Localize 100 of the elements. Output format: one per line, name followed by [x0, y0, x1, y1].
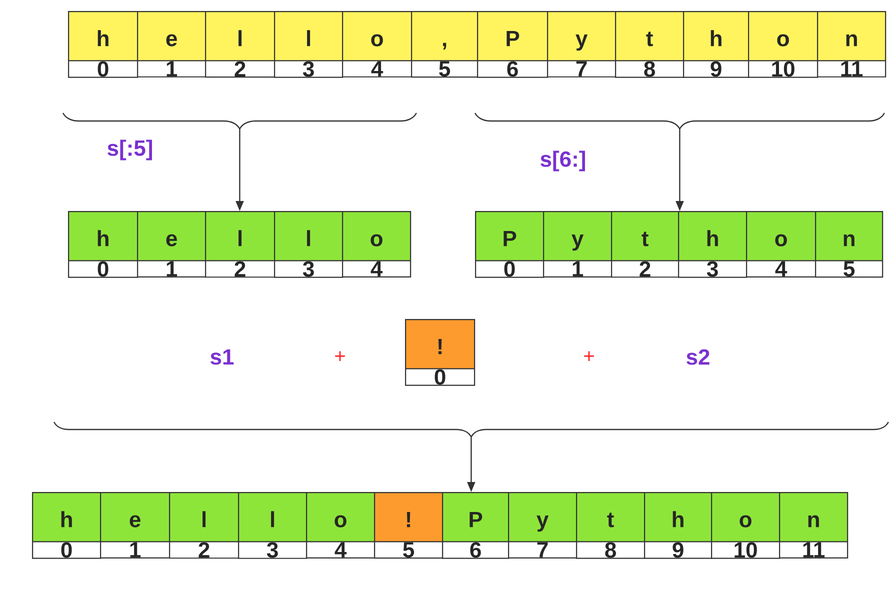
- node-label: n: [844, 234, 854, 246]
- character-cell: e 1: [137, 11, 206, 78]
- node-label: o: [371, 34, 383, 46]
- node-label: 8: [644, 61, 655, 77]
- node-label: 1: [166, 61, 178, 76]
- character-cell: h 9: [644, 492, 712, 559]
- node-label: 0: [98, 61, 108, 77]
- node-label: o: [777, 34, 789, 46]
- character-cell: h 0: [32, 492, 102, 559]
- node-label: 2: [198, 542, 210, 558]
- node-label: l: [307, 230, 310, 246]
- node-label: o: [740, 515, 752, 528]
- node-label: t: [646, 32, 653, 46]
- character-cell: y 1: [543, 211, 612, 278]
- node-label: 2: [640, 261, 650, 277]
- character-cell: h 0: [68, 211, 138, 278]
- node-label: 10: [772, 61, 794, 77]
- node-label: t: [607, 512, 614, 528]
- node-label: 4: [370, 261, 383, 276]
- node-label: o: [334, 515, 346, 528]
- character-cell: o 4: [306, 492, 376, 558]
- curly-brace: [474, 112, 885, 130]
- character-cell: l 2: [169, 492, 240, 559]
- node-label: y: [572, 234, 584, 251]
- character-cell: n 11: [817, 11, 886, 78]
- node-label: 11: [841, 61, 863, 76]
- node-label: 10: [734, 542, 757, 558]
- node-label: 6: [470, 542, 481, 558]
- plus-sign: +: [584, 351, 594, 362]
- character-cell: y 7: [547, 11, 616, 78]
- character-cell: y 7: [508, 492, 578, 558]
- node-label: n: [846, 34, 857, 46]
- character-cell: P 6: [442, 492, 510, 559]
- plus-sign: +: [335, 351, 345, 362]
- node-label: 6: [507, 61, 518, 77]
- node-label: o: [775, 234, 787, 246]
- character-cell: h 9: [683, 11, 750, 78]
- node-label: 2: [234, 61, 246, 77]
- node-label: h: [672, 511, 684, 528]
- character-cell: l 2: [205, 11, 276, 78]
- character-cell: P 6: [477, 11, 548, 78]
- node-label: 1: [572, 261, 584, 276]
- node-label: e: [166, 34, 177, 46]
- node-label: 5: [844, 261, 855, 277]
- curly-brace: [62, 112, 417, 130]
- node-label: o: [370, 234, 382, 246]
- node-label: 2: [234, 261, 246, 277]
- node-label: l: [238, 230, 242, 246]
- character-cell: e 1: [137, 211, 206, 278]
- node-label: 4: [775, 261, 788, 276]
- character-cell: o 4: [746, 211, 816, 278]
- variable-label: s2: [686, 349, 710, 365]
- node-label: 1: [130, 542, 141, 558]
- curly-brace: [54, 422, 889, 438]
- variable-label: s1: [210, 349, 234, 365]
- character-cell: l 3: [274, 11, 344, 78]
- node-label: n: [808, 515, 819, 528]
- node-label: e: [166, 234, 177, 246]
- node-label: e: [130, 515, 140, 528]
- node-label: 11: [803, 542, 825, 558]
- character-cell: h 3: [678, 211, 748, 278]
- character-cell: o 10: [748, 11, 818, 78]
- character-cell: o 4: [342, 211, 412, 278]
- node-label: t: [642, 232, 648, 246]
- character-cell: t 8: [576, 492, 646, 559]
- character-cell: o 10: [711, 492, 780, 559]
- node-label: y: [536, 515, 549, 532]
- node-label: 3: [302, 61, 314, 77]
- character-cell: o 4: [342, 11, 412, 78]
- slice-label: s[6:]: [540, 150, 585, 172]
- node-label: l: [202, 511, 206, 528]
- node-label: 7: [537, 542, 548, 558]
- node-label: y: [576, 34, 588, 51]
- node-label: h: [707, 230, 718, 246]
- character-cell: t 2: [611, 211, 680, 278]
- node-label: 9: [672, 542, 684, 558]
- character-cell: l 3: [274, 211, 344, 278]
- node-label: h: [710, 30, 722, 46]
- node-label: P: [506, 30, 520, 46]
- node-label: l: [238, 30, 242, 46]
- node-label: 3: [302, 261, 314, 277]
- node-label: 9: [710, 61, 722, 77]
- character-cell: P 0: [475, 211, 544, 278]
- node-label: 4: [371, 61, 384, 76]
- slice-label: s[:5]: [108, 140, 152, 160]
- node-label: 3: [266, 542, 278, 558]
- node-label: l: [307, 30, 310, 46]
- node-label: l: [271, 511, 274, 528]
- character-cell: h 0: [68, 11, 138, 78]
- character-cell: ! 5: [374, 492, 444, 559]
- node-label: 8: [605, 542, 616, 558]
- node-label: 5: [439, 61, 450, 77]
- character-cell: ! 0: [405, 319, 476, 386]
- node-label: 0: [98, 261, 108, 277]
- node-label: 3: [706, 261, 718, 277]
- character-cell: t 8: [615, 11, 684, 78]
- character-cell: l 3: [238, 492, 308, 559]
- character-cell: n 5: [815, 211, 884, 278]
- node-label: 0: [504, 261, 515, 277]
- node-label: 1: [166, 261, 178, 276]
